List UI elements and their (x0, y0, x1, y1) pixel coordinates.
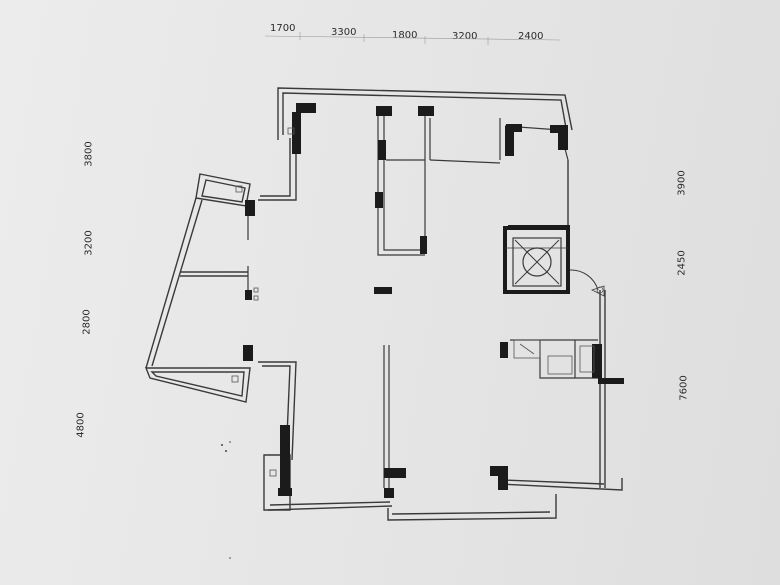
dim-top-1: 1700 (270, 23, 296, 34)
dim-top-2: 3300 (331, 27, 357, 38)
dim-top-3: 1800 (392, 30, 418, 41)
dim-top-4: 3200 (452, 31, 478, 42)
top-dimension-line (264, 32, 561, 45)
elevator-core (503, 226, 599, 294)
paper-specks (221, 441, 231, 559)
interior-walls (247, 112, 598, 488)
wall-columns (243, 103, 624, 498)
outer-walls (144, 87, 623, 521)
openings (231, 127, 605, 477)
dim-top-5: 2400 (518, 31, 544, 42)
